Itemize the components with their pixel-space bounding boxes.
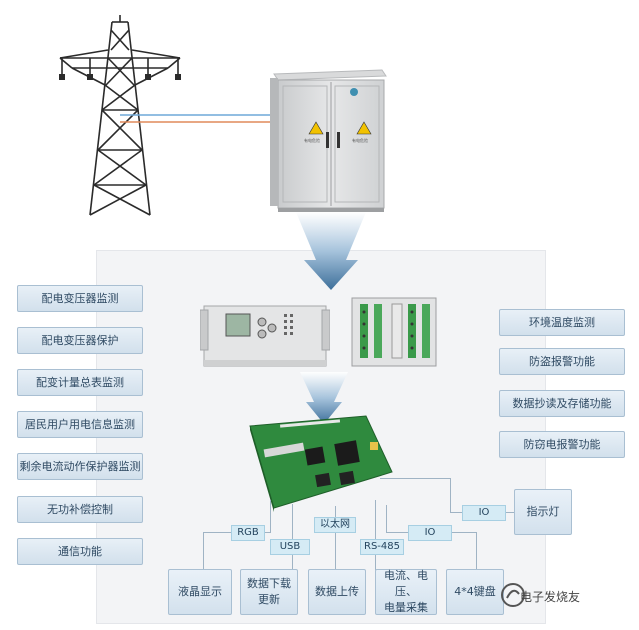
distribution-cabinet-icon (270, 69, 387, 212)
interface-rgb: RGB (231, 525, 265, 541)
cabinet-warning-right: 有电危险 (352, 138, 368, 143)
function-transformer-monitoring[interactable]: 配电变压器监测 (17, 285, 143, 312)
interface-io-right: IO (462, 505, 506, 521)
function-electricity-theft-alarm[interactable]: 防窃电报警功能 (499, 431, 625, 458)
function-residential-usage-monitoring[interactable]: 居民用户用电信息监测 (17, 411, 143, 438)
connector-io-v2 (476, 532, 477, 570)
watermark-text: 电子发烧友 (520, 590, 581, 604)
peripheral-indicator-label: 指示灯 (526, 505, 560, 518)
peripheral-upload-label: 数据上传 (315, 585, 359, 598)
power-lines (120, 114, 278, 123)
function-temperature-monitoring[interactable]: 环境温度监测 (499, 309, 625, 336)
peripheral-data-download[interactable]: 数据下载 更新 (240, 569, 298, 615)
peripheral-acq-line2: 电量采集 (384, 601, 428, 614)
connector-usb-v (292, 504, 293, 570)
peripheral-acquisition[interactable]: 电流、电压、 电量采集 (375, 569, 437, 615)
terminal-unit-rear-icon (351, 297, 437, 367)
peripheral-download-line2: 更新 (258, 593, 280, 606)
peripheral-lcd[interactable]: 液晶显示 (168, 569, 232, 615)
function-rcd-monitoring[interactable]: 剩余电流动作保护器监测 (17, 453, 143, 480)
watermark-logo-icon (501, 583, 525, 607)
peripheral-download-line1: 数据下载 (247, 577, 291, 590)
interface-rs485: RS-485 (360, 539, 404, 555)
connector-485-v (375, 500, 376, 570)
pcb-board-icon (249, 415, 393, 512)
arrow-down-icon (296, 212, 366, 290)
terminal-unit-front-icon (200, 305, 330, 367)
connector-io-v1 (386, 505, 387, 533)
peripheral-acq-line1: 电流、电压、 (384, 569, 428, 598)
function-anti-theft-alarm[interactable]: 防盗报警功能 (499, 348, 625, 375)
function-transformer-protection[interactable]: 配电变压器保护 (17, 327, 143, 354)
function-reactive-compensation[interactable]: 无功补偿控制 (17, 496, 143, 523)
connector-indicator-h (380, 478, 450, 479)
peripheral-data-upload[interactable]: 数据上传 (308, 569, 366, 615)
peripheral-lcd-label: 液晶显示 (178, 585, 222, 598)
function-communication[interactable]: 通信功能 (17, 538, 143, 565)
transmission-tower-icon (59, 15, 181, 216)
arrow-down-small-icon (300, 372, 348, 424)
connector-rgb-v (270, 500, 271, 532)
connector-lcd-v (203, 532, 204, 570)
function-data-reading-storage[interactable]: 数据抄读及存储功能 (499, 390, 625, 417)
interface-usb: USB (270, 539, 310, 555)
connector-indicator-v (450, 478, 451, 512)
peripheral-indicator[interactable]: 指示灯 (514, 489, 572, 535)
cabinet-warning-left: 有电危险 (304, 138, 320, 143)
connector-eth-v (335, 506, 336, 570)
function-meter-monitoring[interactable]: 配变计量总表监测 (17, 369, 143, 396)
peripheral-keyboard-label: 4*4键盘 (454, 585, 496, 598)
peripheral-keyboard[interactable]: 4*4键盘 (446, 569, 504, 615)
interface-ethernet: 以太网 (314, 517, 356, 533)
interface-io-bottom: IO (408, 525, 452, 541)
